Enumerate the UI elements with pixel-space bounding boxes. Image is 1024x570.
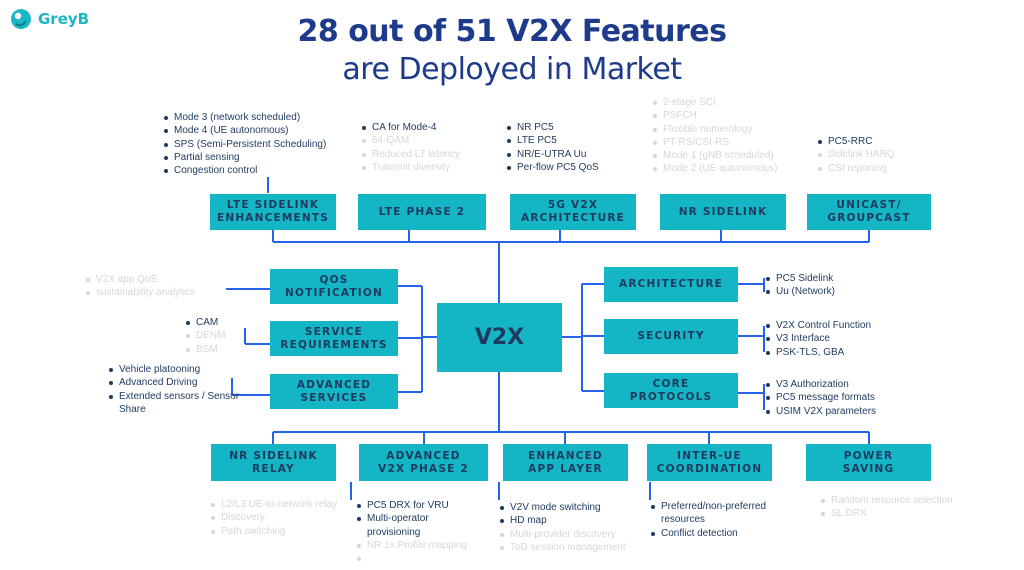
security-box: SECURITY: [604, 319, 738, 354]
v2x-center-node: V2X: [437, 303, 562, 372]
brand-name: GreyB: [38, 10, 90, 28]
feature-item: NR PC5: [505, 121, 599, 134]
feature-item: USIM V2X parameters: [764, 405, 876, 418]
feature-item: PC5 message formats: [764, 391, 876, 404]
qos-notification-box: QOS NOTIFICATION: [270, 269, 398, 304]
architecture-box: ARCHITECTURE: [604, 267, 738, 302]
feature-item: V2X Control Function: [764, 319, 871, 332]
feature-item: Per-flow PC5 QoS: [505, 161, 599, 174]
advanced-services-list: Vehicle platooning Advanced Driving Exte…: [107, 363, 257, 416]
5g-v2x-architecture-box: 5G V2X ARCHITECTURE: [510, 194, 636, 230]
5g-v2x-architecture-list: NR PC5 LTE PC5 NR/E-UTRA Uu Per-flow PC5…: [505, 121, 599, 174]
architecture-list: PC5 Sidelink Uu (Network): [764, 272, 835, 299]
feature-item: SPS (Semi-Persistent Scheduling): [162, 138, 326, 151]
feature-item-faded: NR 1x Profile mapping: [355, 539, 480, 552]
feature-item-faded: PT-RS/CSI-RS: [651, 136, 778, 149]
service-requirements-list: CAM DENM BSM: [184, 316, 225, 356]
feature-item-faded: sustainability analytics: [84, 286, 195, 299]
feature-item-faded: CSI reporting: [816, 162, 895, 175]
feature-item: PSK-TLS, GBA: [764, 346, 871, 359]
feature-item: PC5-RRC: [816, 135, 895, 148]
feature-item: HD map: [498, 514, 626, 527]
security-list: V2X Control Function V3 Interface PSK-TL…: [764, 319, 871, 359]
greyb-logo-icon: [11, 9, 31, 29]
feature-item-faded: Flexible numerology: [651, 123, 778, 136]
lte-sidelink-enhancements-list: Mode 3 (network scheduled) Mode 4 (UE au…: [162, 111, 326, 177]
feature-item: CA for Mode-4: [360, 121, 460, 134]
feature-item-faded: Discovery: [209, 511, 337, 524]
feature-item: Vehicle platooning: [107, 363, 257, 376]
feature-item: Preferred/non-preferred resources: [649, 500, 789, 527]
nr-sidelink-relay-list: L2/L3 UE-to-network relay Discovery Path…: [209, 498, 337, 538]
page-title: 28 out of 51 V2X Features: [297, 14, 727, 49]
feature-item-faded: Path switching: [209, 525, 337, 538]
nr-sidelink-box: NR SIDELINK: [660, 194, 786, 230]
feature-item: V3 Interface: [764, 332, 871, 345]
feature-item-faded: DENM: [184, 329, 225, 342]
feature-item-faded: Mode 2 (UE autonomous): [651, 162, 778, 175]
feature-item-faded: BSM: [184, 343, 225, 356]
inter-ue-coordination-list: Preferred/non-preferred resources Confli…: [649, 500, 789, 540]
feature-item: Conflict detection: [649, 527, 789, 540]
lte-phase-2-list: CA for Mode-4 64-QAM Reduced LT latency …: [360, 121, 460, 174]
feature-item: Advanced Driving: [107, 376, 257, 389]
advanced-v2x-phase2-box: ADVANCED V2X PHASE 2: [359, 444, 488, 481]
feature-item-faded: L2/L3 UE-to-network relay: [209, 498, 337, 511]
feature-item: LTE PC5: [505, 134, 599, 147]
lte-phase-2-box: LTE PHASE 2: [358, 194, 486, 230]
brand-logo: GreyB: [10, 8, 89, 30]
nr-sidelink-list: 2-stage SCI PSFCH Flexible numerology PT…: [651, 96, 778, 176]
qos-notification-list: V2X app QoS sustainability analytics: [84, 273, 195, 300]
feature-item: NR/E-UTRA Uu: [505, 148, 599, 161]
core-protocols-list: V3 Authorization PC5 message formats USI…: [764, 378, 876, 418]
feature-item: CAM: [184, 316, 225, 329]
enhanced-app-layer-box: ENHANCED APP LAYER: [503, 444, 628, 481]
feature-item: Congestion control: [162, 164, 326, 177]
feature-item: PC5 DRX for VRU: [355, 499, 480, 512]
feature-item: Multi-operator provisioning: [355, 512, 480, 539]
unicast-groupcast-list: PC5-RRC Sidelink HARQ CSI reporting: [816, 135, 895, 175]
feature-item-faded: Reduced LT latency: [360, 148, 460, 161]
feature-item: V2V mode switching: [498, 501, 626, 514]
lte-sidelink-enhancements-box: LTE SIDELINK ENHANCEMENTS: [210, 194, 336, 230]
feature-item: Partial sensing: [162, 151, 326, 164]
service-requirements-box: SERVICE REQUIREMENTS: [270, 321, 398, 356]
feature-item-faded: Sidelink HARQ: [816, 148, 895, 161]
feature-item: PC5 Sidelink: [764, 272, 835, 285]
feature-item: Extended sensors / Sensor Share: [107, 390, 257, 417]
feature-item-faded: SL DRX: [819, 507, 953, 520]
feature-item-faded: Mode 1 (gNB scheduled): [651, 149, 778, 162]
power-saving-list: Random resource selection SL DRX: [819, 494, 953, 521]
advanced-services-box: ADVANCED SERVICES: [270, 374, 398, 409]
feature-item-faded: Multi-provider discovery: [498, 528, 626, 541]
inter-ue-coordination-box: INTER-UE COORDINATION: [647, 444, 772, 481]
feature-item: Mode 4 (UE autonomous): [162, 124, 326, 137]
feature-item-faded: PSFCH: [651, 109, 778, 122]
enhanced-app-layer-list: V2V mode switching HD map Multi-provider…: [498, 501, 626, 554]
feature-item-faded: 2-stage SCI: [651, 96, 778, 109]
power-saving-box: POWER SAVING: [806, 444, 931, 481]
unicast-groupcast-box: UNICAST/ GROUPCAST: [807, 194, 931, 230]
nr-sidelink-relay-box: NR SIDELINK RELAY: [211, 444, 336, 481]
advanced-v2x-phase2-list: PC5 DRX for VRU Multi-operator provision…: [355, 499, 480, 562]
feature-item-faded: Random resource selection: [819, 494, 953, 507]
page-subtitle: are Deployed in Market: [342, 52, 682, 87]
feature-item-faded: Transmit diversity: [360, 161, 460, 174]
feature-item-faded: 64-QAM: [360, 134, 460, 147]
feature-item: Mode 3 (network scheduled): [162, 111, 326, 124]
feature-item-faded: ToD session management: [498, 541, 626, 554]
core-protocols-box: CORE PROTOCOLS: [604, 373, 738, 408]
feature-item: V3 Authorization: [764, 378, 876, 391]
feature-item: Uu (Network): [764, 285, 835, 298]
feature-item-faded: V2X app QoS: [84, 273, 195, 286]
